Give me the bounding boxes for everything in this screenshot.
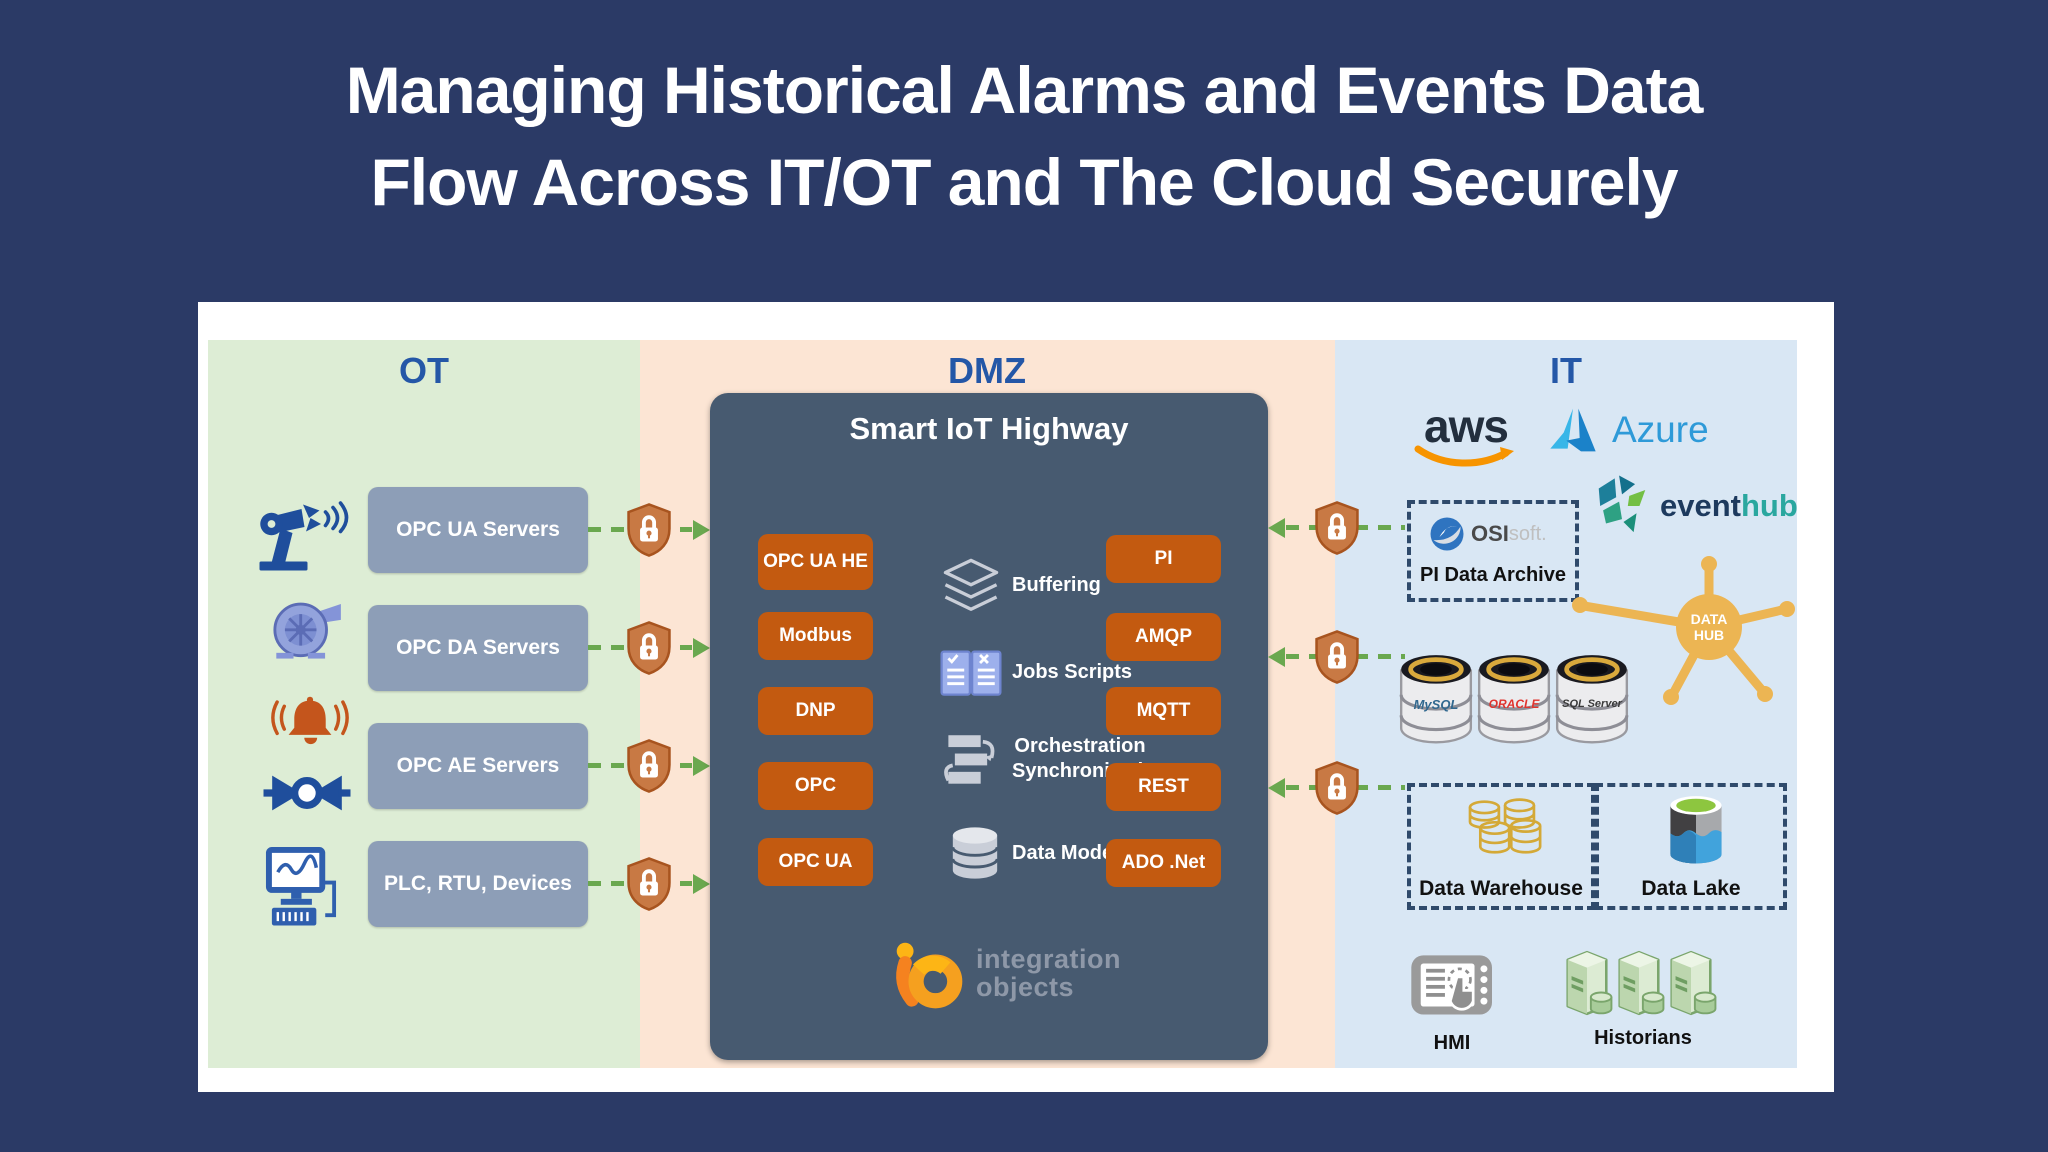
eventhub-pinwheel-icon [1598,475,1646,533]
shield-lock-icon [626,738,672,794]
historian-server-icon [1612,948,1666,1018]
data-warehouse-box: Data Warehouse [1407,783,1595,910]
eventhub-logo: eventhub [1592,474,1798,538]
osisoft-text-osi: OSI [1471,521,1509,546]
osisoft-text-soft: soft. [1508,522,1547,545]
alarm-bell-icon [271,696,349,745]
plc-workstation-icon [265,847,337,926]
oracle-label: ORACLE [1488,697,1540,711]
shield-lock-icon [1314,629,1360,685]
title-line-2: Flow Across IT/OT and The Cloud Securely [370,145,1678,220]
shield-lock-icon [626,502,672,558]
protocol-dnp: DNP [758,687,873,735]
pi-data-archive-label: PI Data Archive [1420,564,1566,586]
historian-server-icon [1664,948,1718,1018]
integration-objects-logo: integration objects [890,931,1150,1015]
data-lake-box: Data Lake [1595,783,1787,910]
service-jobs-scripts: Jobs Scripts [1012,661,1133,683]
eventhub-logo-text: eventhub [1660,488,1798,524]
arrow-right-icon [693,756,710,776]
secure-link-pi-archive [1268,500,1405,556]
shield-lock-icon [626,620,672,676]
protocol-pi: PI [1106,535,1221,583]
historian-server-icon [1560,948,1614,1018]
service-data-model: Data Model [1012,842,1119,864]
jobs-scripts-icon [938,646,1004,698]
title-line-1: Managing Historical Alarms and Events Da… [345,53,1704,127]
smart-iot-highway-panel: Smart IoT Highway OPC UA HE Modbus DNP O… [710,393,1268,1060]
io-logo-mark-icon [896,942,963,1009]
secure-link-opc-ua [588,502,710,558]
secure-link-opc-da [588,620,710,676]
hmi-icon [1408,950,1498,1028]
orchestration-icon [938,732,1004,788]
opc-ae-servers-box: OPC AE Servers [368,723,588,809]
data-warehouse-coins-icon [1461,795,1545,861]
valve-icon [263,775,351,811]
arrow-right-icon [693,520,710,540]
data-lake-icon [1665,795,1727,867]
protocol-amqp: AMQP [1106,613,1221,661]
azure-logo: Azure [1550,406,1709,454]
data-model-icon [942,825,1008,881]
eventhub-text-hub: hub [1740,488,1798,523]
data-hub-label: DATA HUB [1676,594,1742,660]
secure-link-databases [1268,629,1405,685]
dmz-zone-label: DMZ [948,350,1026,391]
ot-zone [208,340,640,1068]
arrow-left-icon [1268,647,1285,667]
protocol-modbus: Modbus [758,612,873,660]
aws-logo-text: aws [1424,400,1509,452]
azure-logo-icon [1550,408,1596,452]
shield-lock-icon [1314,760,1360,816]
buffering-icon [938,557,1004,617]
aws-swoosh-icon [1414,445,1514,467]
sqlserver-label: SQL Server [1562,698,1622,710]
aws-logo: aws [1414,400,1518,471]
arrow-left-icon [1268,778,1285,798]
azure-logo-text: Azure [1612,409,1709,450]
arrow-left-icon [1268,518,1285,538]
hmi-label: HMI [1433,1032,1471,1054]
protocol-mqtt: MQTT [1106,687,1221,735]
protocol-opc-ua: OPC UA [758,838,873,886]
pump-icon [273,602,341,659]
logo-text-line-1: integration [976,943,1121,974]
protocol-opc: OPC [758,762,873,810]
arrow-right-icon [693,638,710,658]
shield-lock-icon [626,856,672,912]
secure-link-warehouse [1268,760,1405,816]
service-buffering: Buffering [1012,574,1101,596]
protocol-ado-net: ADO .Net [1106,839,1221,887]
opc-ua-servers-box: OPC UA Servers [368,487,588,573]
it-zone-label: IT [1550,350,1582,391]
secure-link-plc [588,856,710,912]
plc-rtu-devices-box: PLC, RTU, Devices [368,841,588,927]
secure-link-opc-ae [588,738,710,794]
panel-title: Smart IoT Highway [849,411,1129,446]
protocol-opc-ua-he: OPC UA HE [758,534,873,590]
diagram-card: OT DMZ IT OPC UA Servers OPC DA Servers … [198,302,1834,1092]
data-warehouse-label: Data Warehouse [1419,877,1583,900]
logo-text-line-2: objects [976,972,1075,1002]
osisoft-logo-icon [1430,517,1464,551]
mysql-label: MySQL [1413,697,1459,712]
historians-label: Historians [1594,1027,1692,1049]
robot-arm-icon [259,501,349,571]
page-title: Managing Historical Alarms and Events Da… [0,44,2048,229]
data-lake-label: Data Lake [1641,877,1741,900]
eventhub-text-event: event [1660,488,1741,523]
protocol-rest: REST [1106,763,1221,811]
shield-lock-icon [1314,500,1360,556]
data-hub: DATA HUB [1568,540,1818,715]
opc-da-servers-box: OPC DA Servers [368,605,588,691]
arrow-right-icon [693,874,710,894]
ot-zone-label: OT [399,350,449,391]
